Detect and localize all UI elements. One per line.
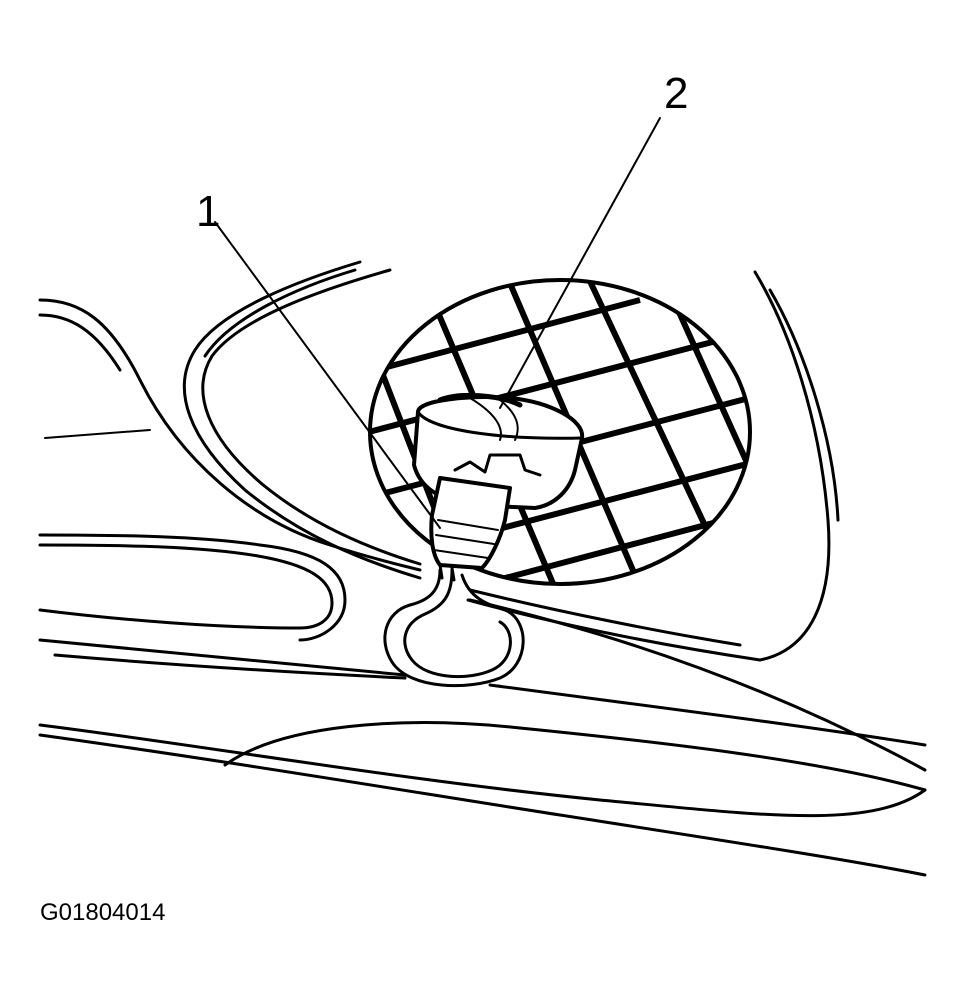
left-body-panel — [38, 298, 422, 572]
upper-trim-lines — [182, 260, 422, 580]
lower-body-panels — [38, 533, 927, 877]
figure-id: G01804014 — [40, 899, 165, 926]
leader-line-1 — [214, 221, 441, 529]
leader-lines — [214, 117, 661, 529]
leader-line-2 — [499, 117, 661, 409]
callout-2: 2 — [664, 69, 688, 118]
sensor-wire-loop — [383, 568, 525, 688]
callout-1: 1 — [196, 187, 220, 236]
sensor-assembly — [412, 392, 585, 582]
